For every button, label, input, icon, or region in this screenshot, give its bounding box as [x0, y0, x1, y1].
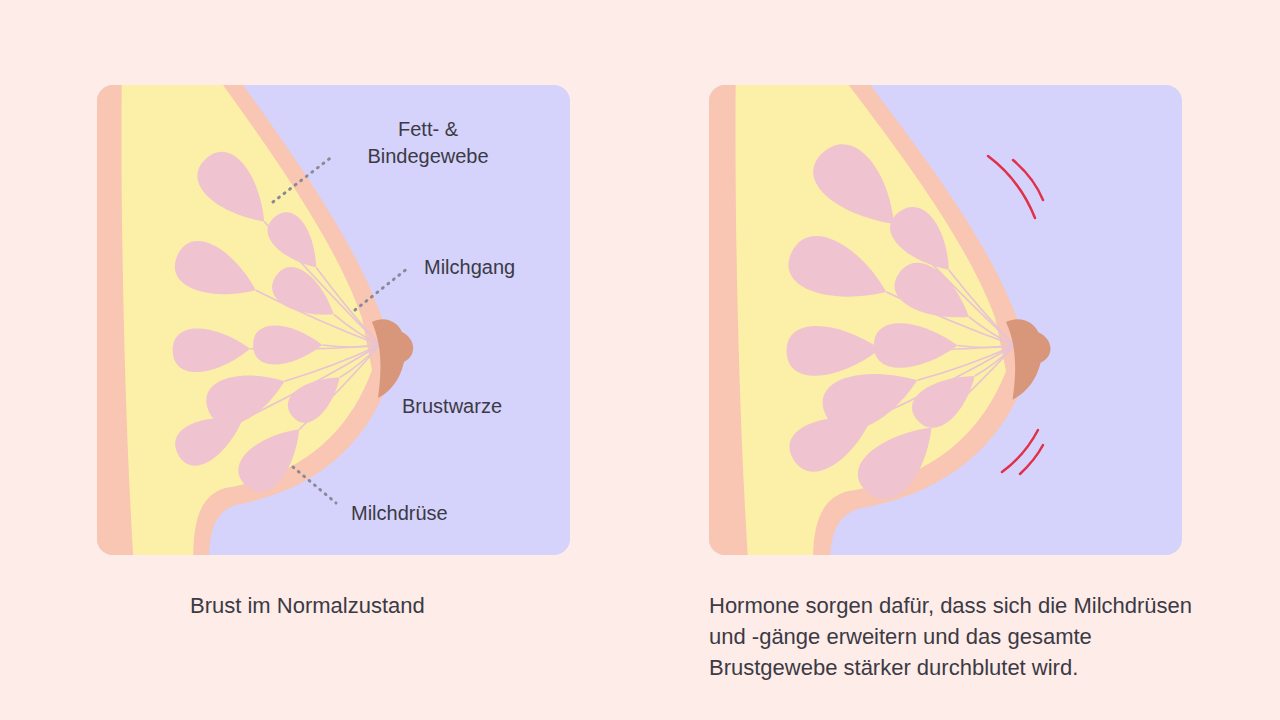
milk-gland [265, 260, 344, 331]
breast-shape [97, 85, 413, 555]
milk-gland [230, 414, 315, 500]
milk-gland [188, 142, 282, 237]
breast-group [709, 85, 1051, 555]
skin [110, 85, 392, 555]
breast-group [97, 85, 413, 555]
milk-gland [780, 227, 898, 317]
breast-shape [709, 85, 1051, 555]
breast-enlarged [709, 85, 1051, 555]
nipple [1006, 319, 1051, 399]
part-label: Brustwarze [402, 393, 552, 420]
milk-gland [848, 410, 951, 508]
milk-gland [253, 325, 322, 364]
fat-tissue [122, 85, 372, 555]
milk-gland [172, 327, 251, 373]
breast-normal [97, 85, 413, 555]
milk-gland [904, 361, 988, 436]
milk-gland [168, 234, 266, 313]
skin [723, 85, 1028, 555]
fat-tissue [735, 85, 1006, 555]
part-label: Milchdrüse [351, 500, 501, 527]
swelling-marks [988, 156, 1043, 474]
milk-gland [281, 364, 350, 429]
part-label: Fett- & Bindegewebe [348, 116, 508, 170]
milk-gland [786, 324, 881, 376]
part-label: Milchgang [424, 254, 564, 281]
panel-caption: Brust im Normalzustand [190, 590, 570, 621]
leader-lines [273, 156, 408, 503]
panel-caption: Hormone sorgen dafür, dass sich die Milc… [709, 590, 1209, 683]
milk-gland [874, 323, 958, 368]
milk-gland [168, 401, 252, 472]
nipple [372, 319, 413, 398]
